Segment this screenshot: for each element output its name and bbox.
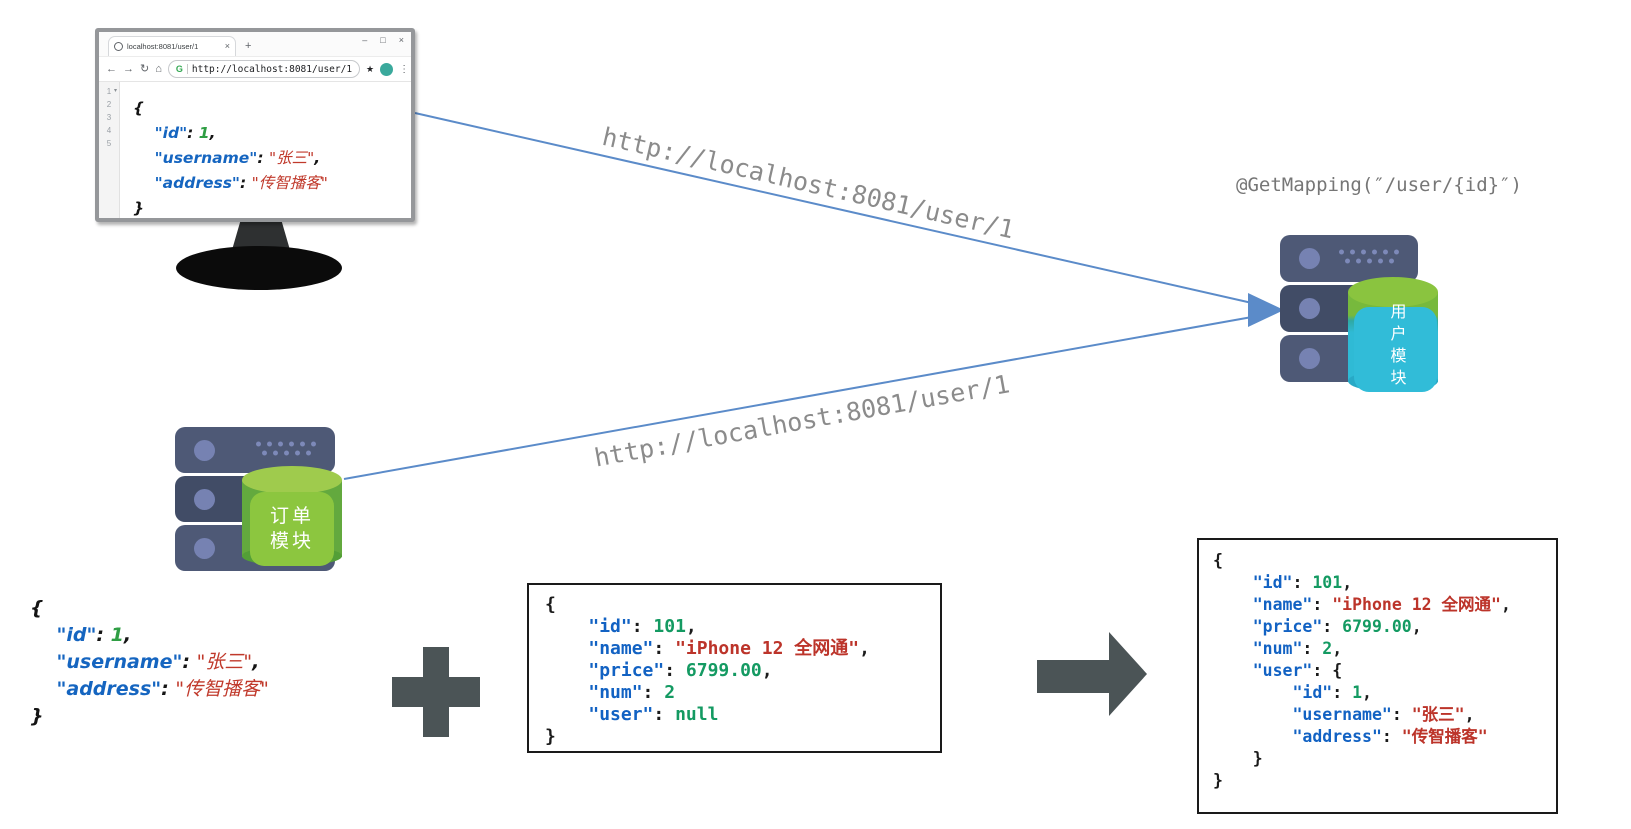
- getmapping-annotation: @GetMapping(″/user/{id}″): [1236, 174, 1522, 196]
- back-icon[interactable]: ←: [106, 62, 117, 75]
- tab-title: localhost:8081/user/1: [127, 42, 199, 51]
- order-json-box: { "id": 101, "name": "iPhone 12 全网通", "p…: [527, 583, 942, 753]
- line-number-gutter: 1 2 3 4 5 ▾: [99, 82, 120, 218]
- profile-avatar[interactable]: [380, 62, 394, 76]
- minimize-button[interactable]: –: [362, 35, 368, 45]
- address-url: http://localhost:8081/user/1: [191, 63, 353, 75]
- google-badge-icon: G: [175, 64, 183, 74]
- line-number: 1: [106, 87, 112, 96]
- user-module-database-icon: 用户模块: [1348, 277, 1438, 392]
- omnibox-divider: [186, 64, 188, 74]
- cylinder-face: 订单模块: [250, 492, 334, 566]
- menu-icon[interactable]: ⋮: [399, 63, 410, 75]
- forward-icon[interactable]: →: [123, 62, 134, 75]
- new-tab-button[interactable]: +: [245, 40, 252, 52]
- tab-close-icon[interactable]: ×: [224, 41, 230, 51]
- home-icon[interactable]: ⌂: [155, 62, 162, 75]
- server-rack-unit: [175, 427, 335, 473]
- address-bar[interactable]: G http://localhost:8081/user/1: [167, 60, 361, 78]
- server-knob-icon: [194, 489, 215, 510]
- merged-json-box: { "id": 101, "name": "iPhone 12 全网通", "p…: [1197, 538, 1558, 814]
- line-number: 3: [106, 113, 112, 122]
- collapse-caret-icon[interactable]: ▾: [114, 88, 118, 94]
- user-json-snippet: { "id": 1, "username": "张三", "address": …: [30, 597, 269, 727]
- line-number: 5: [106, 139, 112, 148]
- server-knob-icon: [194, 440, 215, 461]
- cylinder-top: [242, 466, 342, 494]
- monitor-base: [176, 246, 342, 290]
- browser-tab-strip: localhost:8081/user/1 × + – □ ×: [99, 32, 411, 56]
- plus-icon: [392, 647, 480, 737]
- reload-icon[interactable]: ↻: [140, 62, 150, 75]
- cylinder-top: [1348, 277, 1438, 307]
- browser-window: localhost:8081/user/1 × + – □ × ← → ↻ ⌂ …: [95, 28, 415, 222]
- close-button[interactable]: ×: [398, 35, 404, 45]
- monitor-stand: [232, 218, 290, 250]
- server-vents-icon: [253, 441, 319, 456]
- order-module-label: 订单模块: [269, 506, 314, 552]
- browser-navbar: ← → ↻ ⌂ G http://localhost:8081/user/1 ★…: [99, 56, 411, 82]
- globe-icon: [114, 42, 123, 51]
- order-module-database-icon: 订单模块: [242, 466, 342, 566]
- browser-json-response: { "id": 1, "username": "张三", "address": …: [133, 99, 328, 217]
- server-knob-icon: [194, 538, 215, 559]
- server-knob-icon: [1299, 298, 1320, 319]
- result-arrow-icon: [1037, 632, 1149, 716]
- server-rack-unit: [1280, 235, 1418, 282]
- line-number: 2: [106, 100, 112, 109]
- cylinder-face: 用户模块: [1354, 303, 1437, 392]
- server-knob-icon: [1299, 348, 1320, 369]
- server-knob-icon: [1299, 248, 1320, 269]
- line-number: 4: [106, 126, 112, 135]
- browser-content: 1 2 3 4 5 ▾ { "id": 1, "username": "张三",…: [99, 82, 411, 218]
- user-module-label: 用户模块: [1387, 302, 1405, 391]
- browser-tab[interactable]: localhost:8081/user/1 ×: [108, 36, 236, 56]
- maximize-button[interactable]: □: [380, 35, 386, 45]
- server-vents-icon: [1336, 249, 1402, 264]
- pin-icon[interactable]: ★: [366, 63, 375, 74]
